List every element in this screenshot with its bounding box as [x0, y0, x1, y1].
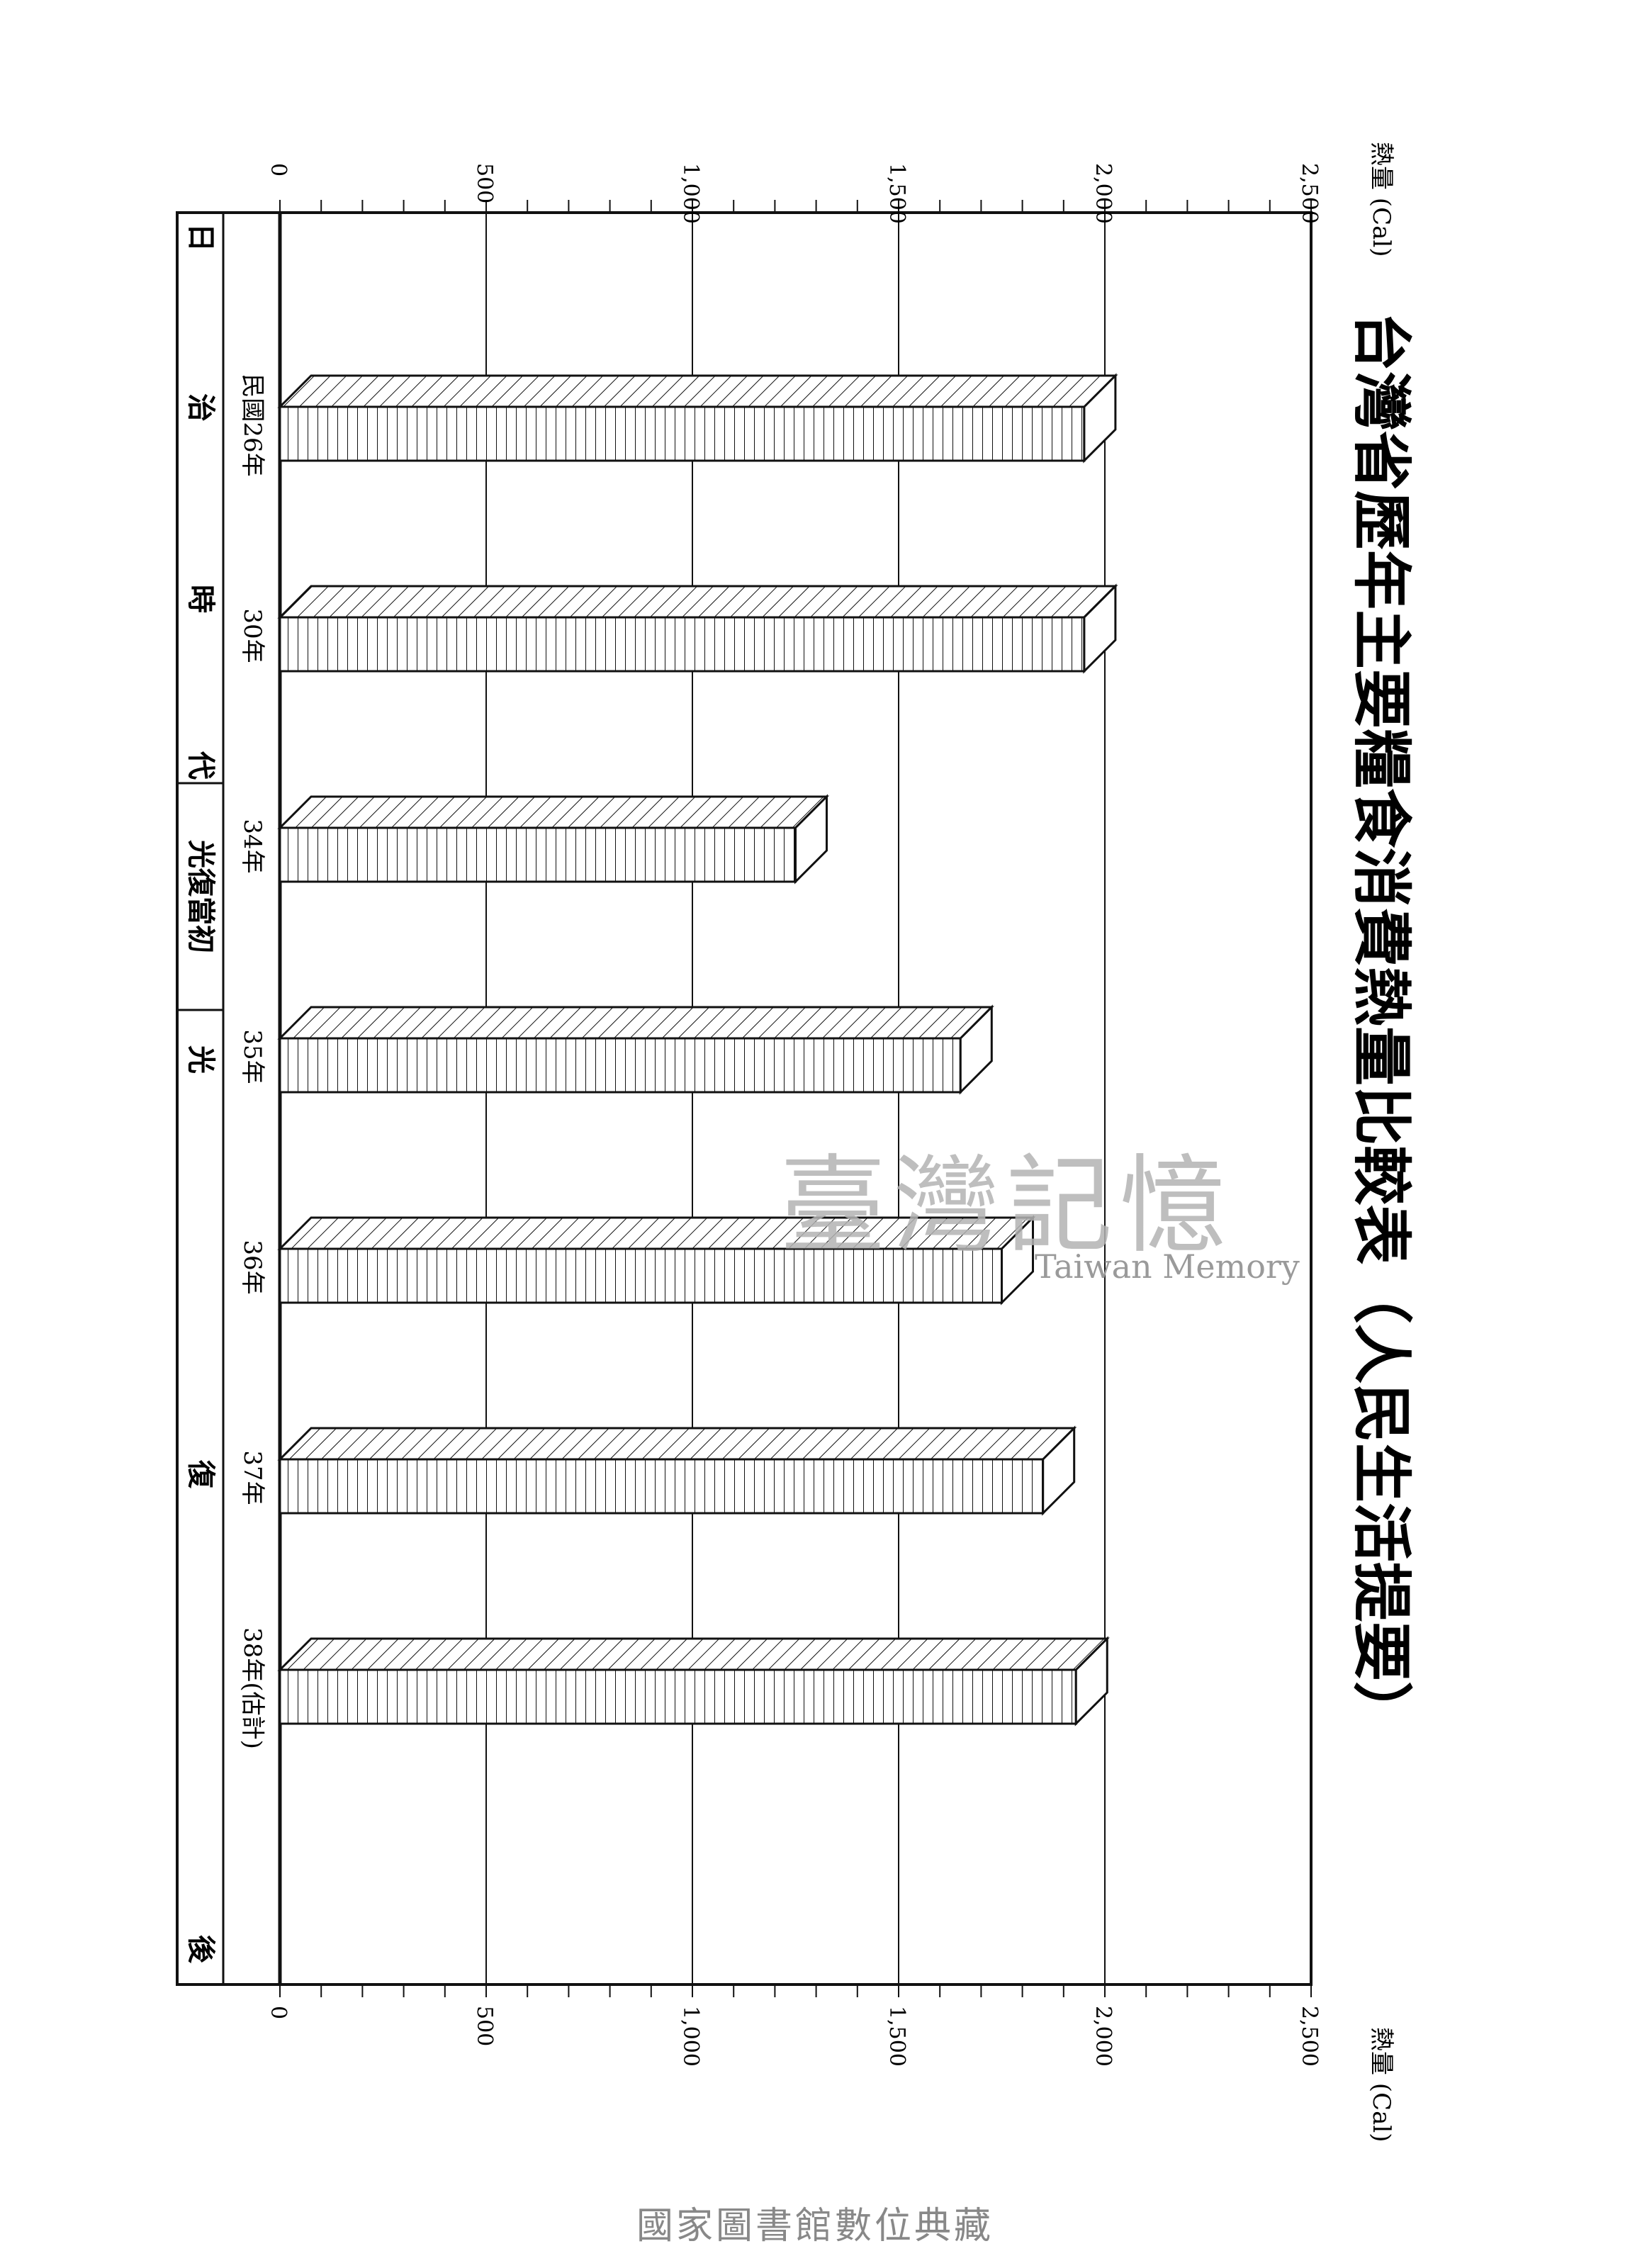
bar-face: [279, 1037, 962, 1094]
y-tick-label-top: 500: [472, 163, 497, 203]
y-tick-label-top: 0: [266, 163, 291, 176]
bar-face: [279, 616, 1086, 673]
bar: [277, 1425, 1077, 1516]
y-tick-label-top: 2,500: [1297, 163, 1322, 224]
y-axis-label-top: 熱量 (Cal): [1367, 142, 1395, 257]
bar-top-face: [277, 1427, 1077, 1461]
period-label-guang: 光: [184, 1045, 218, 1074]
period-label-fu: 復: [184, 1459, 218, 1489]
period-label-ri: 日: [184, 223, 218, 252]
period-label-hou: 後: [184, 1935, 218, 1964]
bar-face: [279, 1458, 1045, 1515]
category-label: 34年: [238, 819, 266, 873]
chart-title: 台灣省歷年主要糧食消費熱量比較表（人民生活提要）: [1347, 312, 1417, 1741]
bar-end-face: [1001, 1215, 1034, 1306]
period-label-zhi: 治: [184, 393, 218, 422]
y-tick-label-bottom: 2,000: [1091, 2006, 1115, 2067]
y-tick-label-bottom: 2,500: [1297, 2006, 1322, 2067]
bar: [277, 794, 830, 885]
y-tick-label-bottom: 0: [266, 2006, 291, 2019]
bar: [277, 583, 1118, 674]
category-label: 30年: [238, 608, 266, 663]
y-axis-label-bottom: 熱量 (Cal): [1367, 2027, 1395, 2143]
bar-top-face: [277, 1637, 1110, 1671]
bar-end-face: [1074, 1636, 1108, 1727]
bar-face: [279, 826, 797, 883]
bar-top-face: [277, 585, 1118, 619]
bar-end-face: [1042, 1425, 1076, 1516]
bar-face: [279, 1668, 1077, 1725]
category-label: 35年: [238, 1029, 266, 1084]
footer-text: 國家圖書館數位典藏: [636, 2205, 994, 2247]
y-tick-label-bottom: 1,500: [884, 2006, 909, 2067]
bar-end-face: [959, 1004, 993, 1095]
bar-face: [279, 1247, 1003, 1304]
y-tick-label-bottom: 500: [472, 2006, 497, 2046]
value-axis-top: 0 500 1,000 1,500 2,000 2,500: [266, 163, 1322, 224]
bar: [277, 1636, 1110, 1727]
bar-top-face: [277, 795, 830, 829]
bar-face: [279, 405, 1086, 462]
category-label: 37年: [238, 1450, 266, 1505]
category-label: 38年(估計): [238, 1627, 266, 1749]
y-tick-label-top: 1,000: [678, 163, 703, 224]
bar: [277, 1215, 1036, 1306]
watermark-english: Taiwan Memory: [1035, 1247, 1300, 1286]
category-label: 民國26年: [238, 374, 266, 476]
titles: 台灣省歷年主要糧食消費熱量比較表（人民生活提要） 熱量 (Cal) 熱量 (Ca…: [1347, 142, 1417, 2143]
period-label-dai: 代: [184, 751, 218, 780]
bar: [277, 373, 1118, 464]
y-tick-label-top: 2,000: [1091, 163, 1115, 224]
bar-end-face: [794, 794, 828, 885]
bar-end-face: [1083, 583, 1117, 674]
bar: [277, 1004, 994, 1095]
bar-top-face: [277, 1006, 994, 1040]
value-axis-bottom: 0 500 1,000 1,500 2,000 2,500: [266, 1984, 1322, 2067]
category-labels: 民國26年 30年 34年 35年 36年 37年 38年(估計): [238, 374, 266, 1749]
period-label-shi: 時: [184, 585, 218, 613]
plot-border: [176, 211, 1313, 1986]
y-tick-label-bottom: 1,000: [678, 2006, 703, 2067]
watermark-chinese: 臺灣記憶: [780, 1145, 1234, 1268]
bar-end-face: [1083, 373, 1117, 464]
bars: [277, 373, 1118, 1727]
period-label-guangfu-dangchu: 光復當初: [184, 840, 218, 953]
bar-top-face: [277, 374, 1118, 408]
category-label: 36年: [238, 1240, 266, 1294]
y-tick-label-top: 1,500: [884, 163, 909, 224]
